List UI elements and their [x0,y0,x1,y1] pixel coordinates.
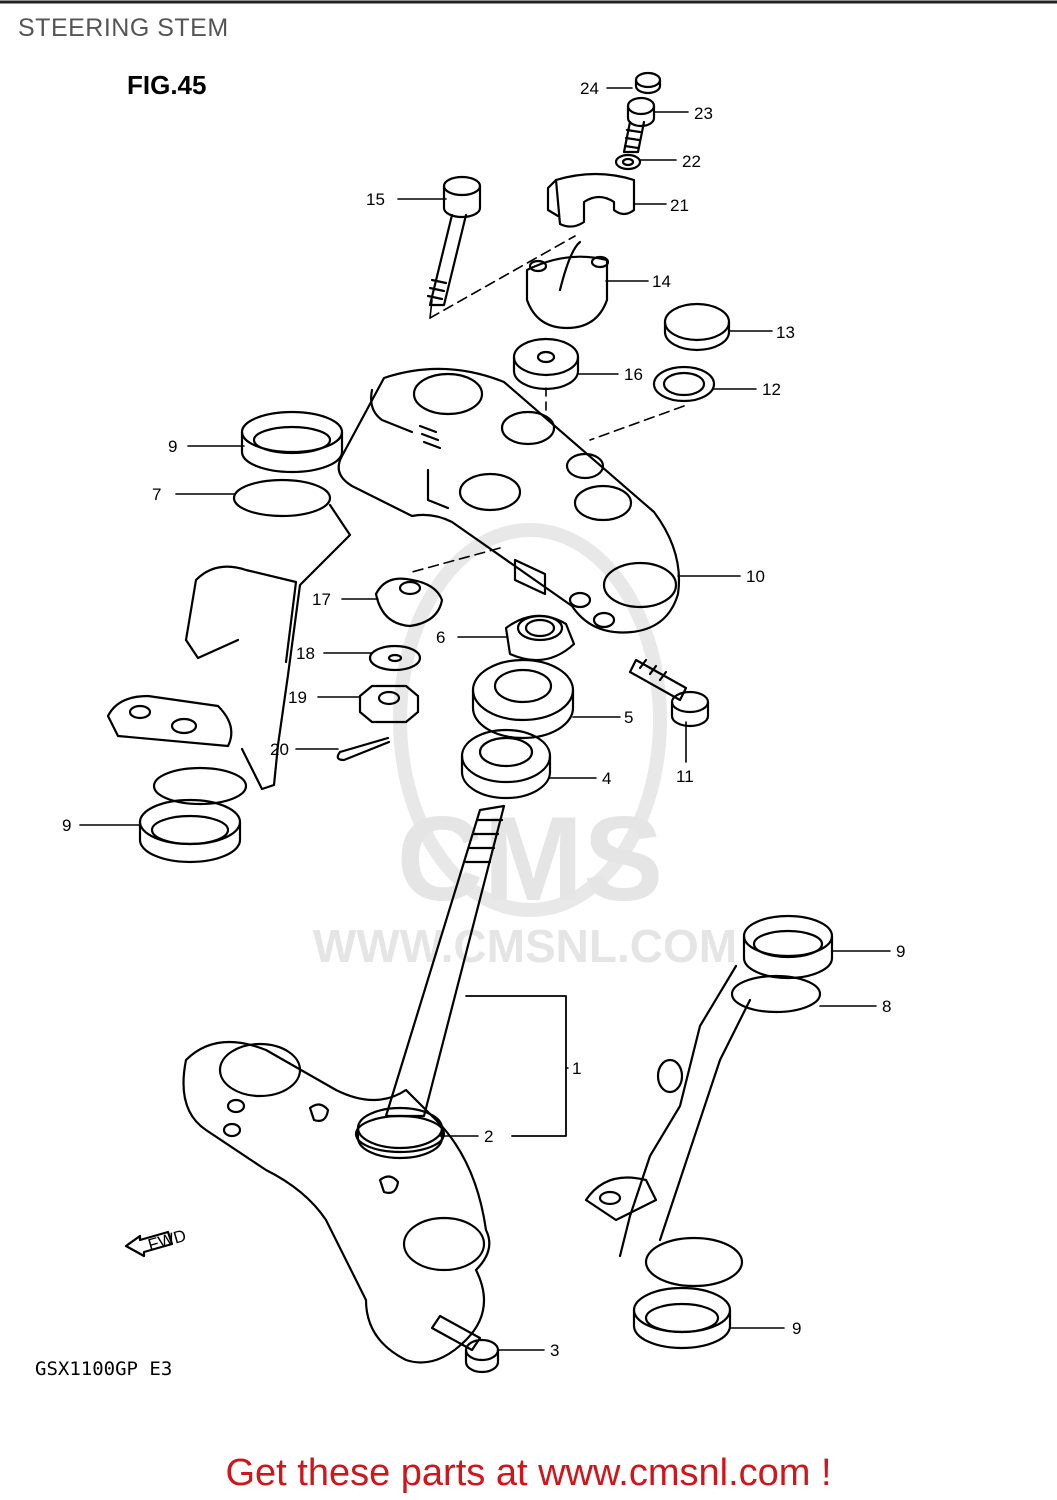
part-3-bolt [430,1314,500,1374]
part-4-bearing [460,728,552,800]
part-24-cap [634,71,662,95]
part-5-dust-seal [471,658,575,740]
callout-11: 11 [676,767,694,786]
group-bracket [465,995,567,1137]
callout-7: 7 [152,485,161,504]
callout-22: 22 [682,152,701,171]
watermark-url: WWW.CMSNL.COM [313,920,737,972]
callout-4: 4 [602,769,611,788]
callout-20: 20 [270,740,289,759]
callout-labels: 24 23 22 21 15 14 13 16 12 9 7 10 17 6 1… [62,79,905,1360]
part-11-bolt [628,658,710,728]
part-7-left-cover-bracket [106,478,352,806]
callout-19: 19 [288,688,307,707]
callout-2: 2 [484,1127,493,1146]
part-14-holder-lower [525,240,610,330]
callout-9-upper-right: 9 [896,942,905,961]
part-19-nut [358,684,420,724]
part-12-washer [652,365,716,403]
part-6-steering-nut [504,614,576,662]
part-17-nut-holder [374,577,444,628]
fwd-arrow-icon [124,1230,174,1258]
figure-label: FIG.45 [127,70,207,100]
leader-lines [79,87,891,1351]
part-18-washer [368,644,422,672]
alignment-line [429,235,576,319]
part-22-washer [614,153,642,171]
part-9-ring-lower-right [632,1286,732,1350]
fwd-label: FWD [146,1226,188,1255]
part-9-ring-upper-right [742,914,834,980]
page-title: STEERING STEM [18,14,229,42]
callout-5: 5 [624,708,633,727]
callout-13: 13 [776,323,795,342]
callout-24: 24 [580,79,599,98]
part-15-bolt [426,175,482,307]
callout-17: 17 [312,590,331,609]
callout-9-upper-left: 9 [168,437,177,456]
part-9-ring-upper-left [240,410,344,474]
part-20-cotter-pin [336,736,391,762]
part-9-ring-lower-left [138,798,242,864]
promo-banner[interactable]: Get these parts at www.cmsnl.com ! [0,1452,1057,1495]
part-10-upper-bracket [337,367,681,634]
callout-18: 18 [296,644,315,663]
callout-8: 8 [882,997,891,1016]
alignment-line [429,299,433,319]
part-1-steering-stem [182,804,506,1364]
callout-16: 16 [624,365,643,384]
callout-12: 12 [762,380,781,399]
callout-23: 23 [694,104,713,123]
alignment-line [589,405,685,441]
part-23-bolt [622,96,656,154]
promo-link[interactable]: Get these parts at www.cmsnl.com ! [225,1452,832,1494]
model-code: GSX1100GP E3 [35,1358,173,1380]
callout-14: 14 [652,272,671,291]
callout-3: 3 [550,1341,559,1360]
part-16-damper [512,337,580,391]
callout-9-lower-left: 9 [62,816,71,835]
callout-1: 1 [572,1059,581,1078]
callout-10: 10 [746,567,765,586]
part-8-right-cover-bracket [584,964,822,1288]
alignment-line [411,547,501,573]
callout-21: 21 [670,196,689,215]
callout-15: 15 [366,190,385,209]
part-21-holder-upper [546,172,636,228]
part-13-cap [663,302,731,352]
callout-9-lower-right: 9 [792,1319,801,1338]
watermark-brand: CMS [397,792,664,926]
cmsnl-watermark: CMS WWW.CMSNL.COM [313,523,737,972]
part-2-lower-seal [356,1106,444,1160]
callout-6: 6 [436,628,445,647]
